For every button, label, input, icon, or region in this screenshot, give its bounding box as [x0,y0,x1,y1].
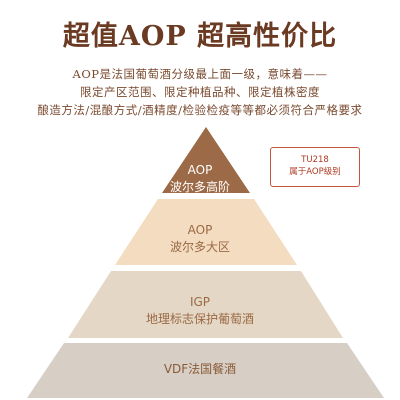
tier-igp-label: IGP 地理标志保护葡萄酒 [0,294,400,328]
tier-vdf-label: VDF法国餐酒 [0,361,400,378]
pyramid-tier-top [162,127,250,193]
tier-1-line-2: 波尔多高阶 [169,180,230,194]
badge-grade-text: 属于AOP级别 [289,167,341,177]
description-line-1: AOP是法国葡萄酒分级最上面一级，意味着—— [72,67,328,81]
description-line-3: 酿造方法/混酿方式/酒精度/检验检疫等等都必须符合严格要求 [37,103,363,117]
page-title: 超值AOP 超高性价比 [62,21,338,52]
tier-3-line-2: 地理标志保护葡萄酒 [145,312,254,326]
tier-1-line-1: AOP [187,163,213,177]
pyramid-tier-3 [68,271,343,338]
description-line-2: 限定产区范围、限定种植品种、限定植株密度 [80,85,320,99]
tier-4-line-1: VDF法国餐酒 [163,362,237,376]
badge-product-code: TU218 [301,155,329,165]
tier-2-line-2: 波尔多大区 [169,240,230,254]
product-grade-badge: TU218 属于AOP级别 [270,147,360,187]
tier-3-line-1: IGP [189,295,211,309]
tier-aop-regional-label: AOP 波尔多大区 [0,222,400,256]
tier-2-line-1: AOP [187,223,213,237]
pyramid-tier-2 [115,199,297,265]
tier-aop-premium-label: AOP 波尔多高阶 [0,162,400,196]
pyramid-tier-base [27,343,384,398]
